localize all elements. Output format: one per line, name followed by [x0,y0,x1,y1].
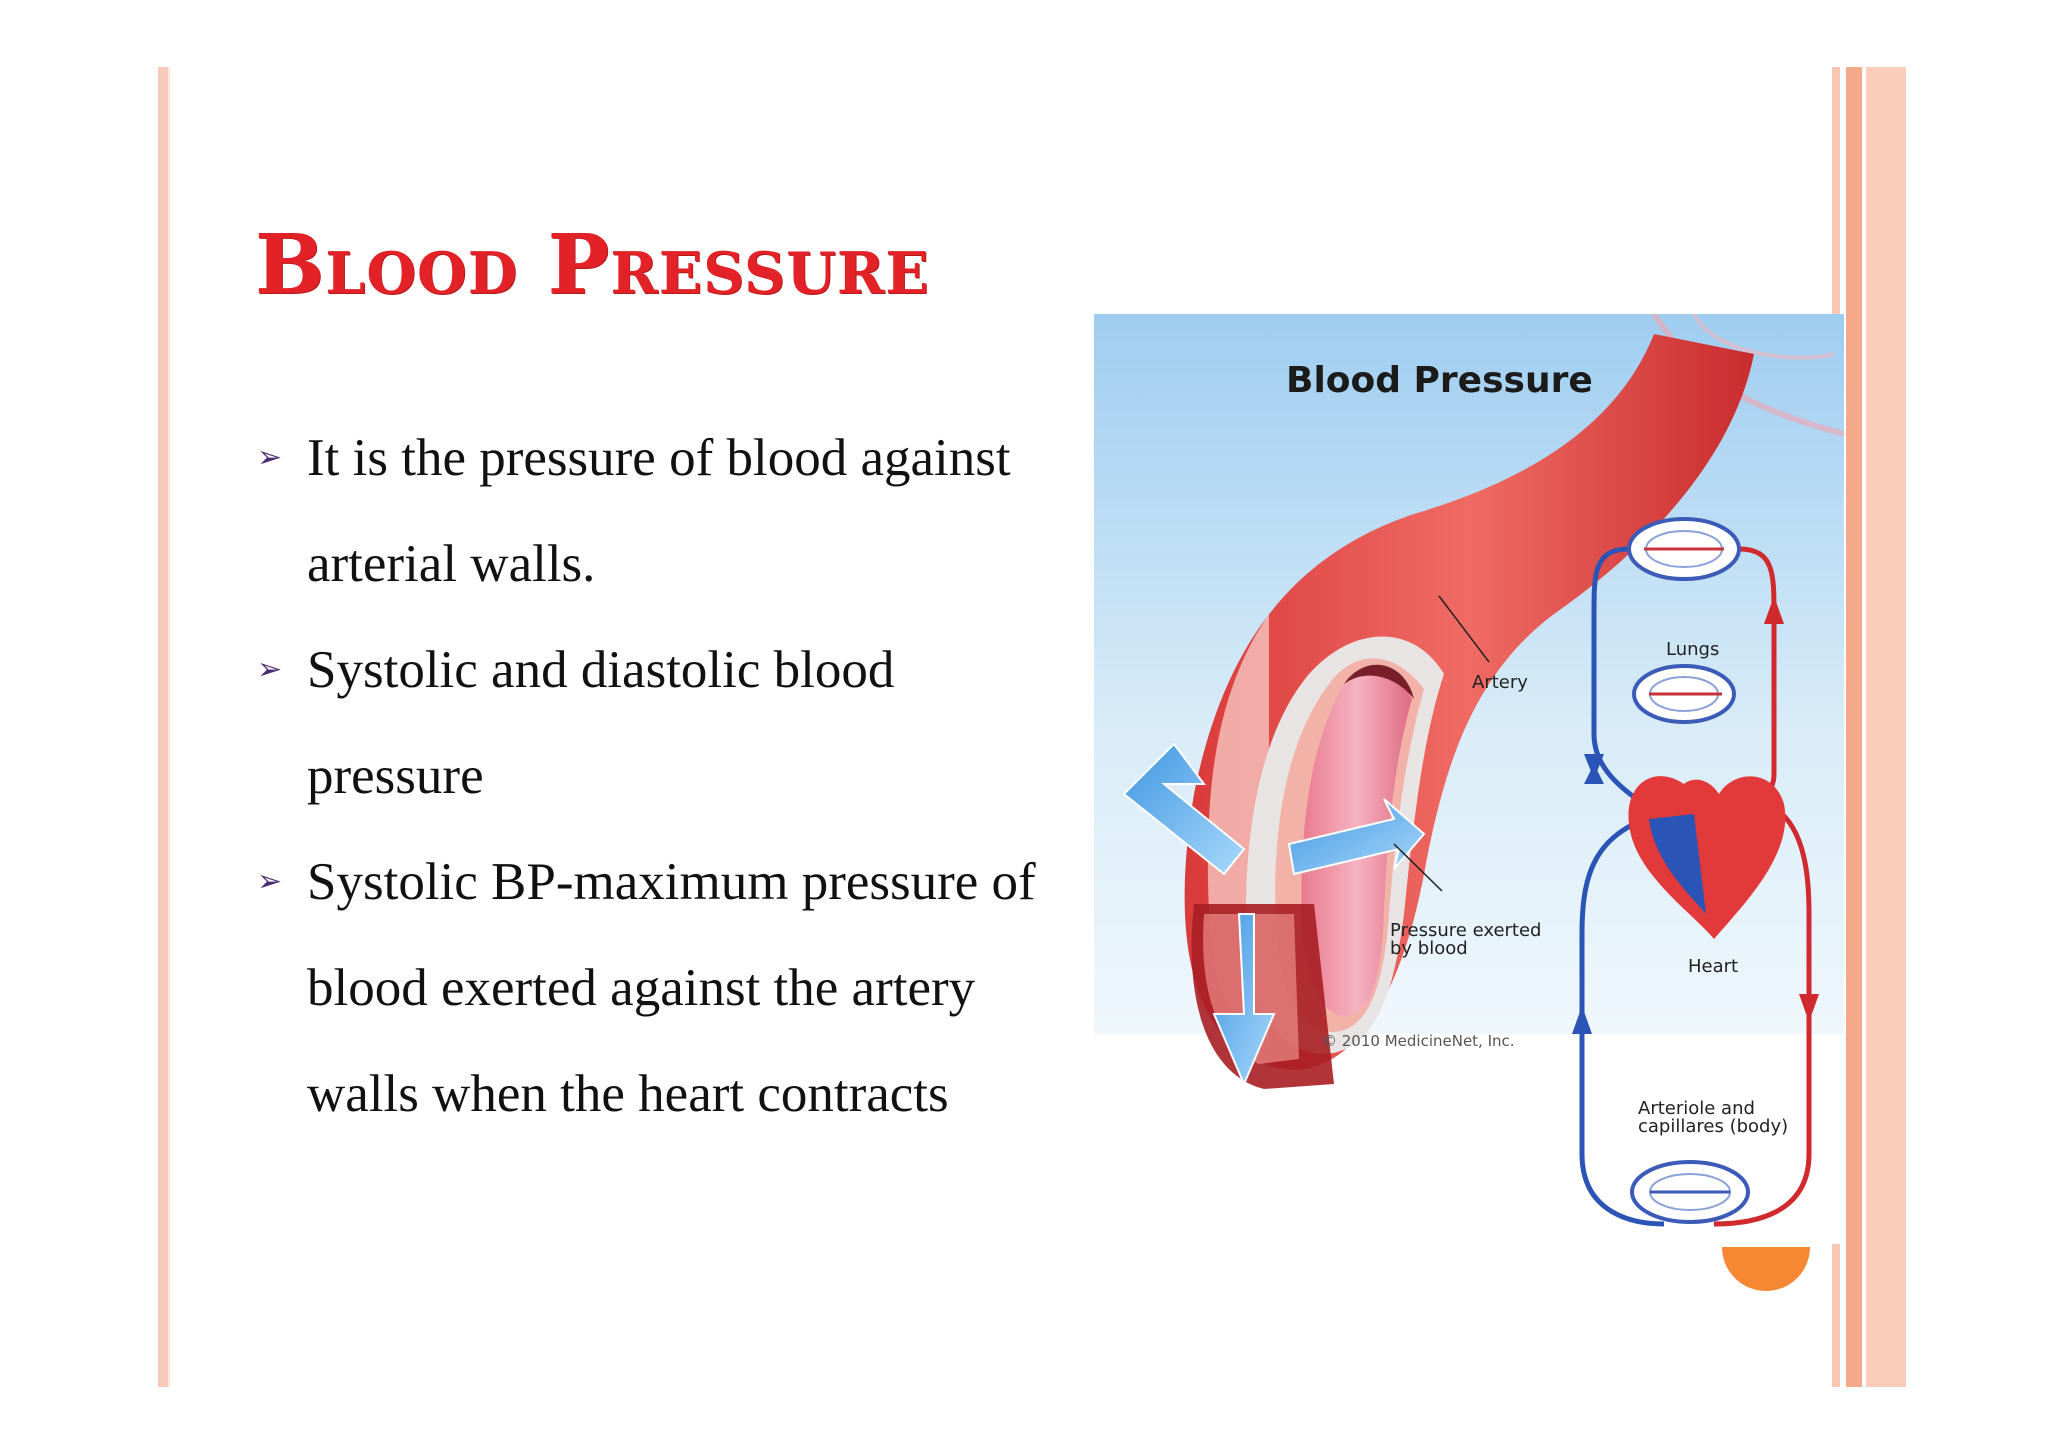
lungs-label: Lungs [1666,639,1719,660]
arrow-bullet-icon: ➢ [257,441,283,474]
heart-label: Heart [1688,956,1738,977]
arteriole-label-line2: capillares (body) [1638,1116,1788,1137]
left-frame-border [158,67,170,1387]
bullet-text: It is the pressure of blood against arte… [307,429,1011,593]
bullet-item: ➢ Systolic BP-maximum pressure of blood … [255,829,1075,1147]
pressure-arrows [1122,742,1426,1087]
bullet-item: ➢ It is the pressure of blood against ar… [255,405,1075,617]
pressure-arrow-left [1122,742,1246,876]
right-frame-border-wide [1866,67,1906,1387]
blood-pressure-illustration: Blood Pressure Artery Pressure exerted b… [1094,314,1844,1244]
pressure-arrow-right [1287,798,1426,876]
pressure-arrow-down [1212,913,1276,1087]
right-frame-border-mid [1846,67,1862,1387]
artery-label: Artery [1472,672,1528,693]
slide-title: Blood Pressure [255,217,930,313]
arteriole-label-line1: Arteriole and [1638,1098,1755,1119]
pressure-label-line1: Pressure exerted [1390,920,1541,941]
arrow-bullet-icon: ➢ [257,865,283,898]
arrow-bullet-icon: ➢ [257,653,283,686]
figure-title: Blood Pressure [1286,360,1593,401]
bullet-list: ➢ It is the pressure of blood against ar… [255,405,1075,1147]
bullet-text: Systolic and diastolic blood pressure [307,641,895,805]
artery-cross-section [1184,334,1754,1089]
bullet-text: Systolic BP-maximum pressure of blood ex… [307,853,1036,1123]
pressure-label-line2: by blood [1390,938,1468,959]
circulation-diagram [1572,517,1819,1227]
copyright-credit: © 2010 MedicineNet, Inc. [1322,1032,1515,1050]
bullet-item: ➢ Systolic and diastolic blood pressure [255,617,1075,829]
orange-half-circle [1722,1247,1810,1291]
